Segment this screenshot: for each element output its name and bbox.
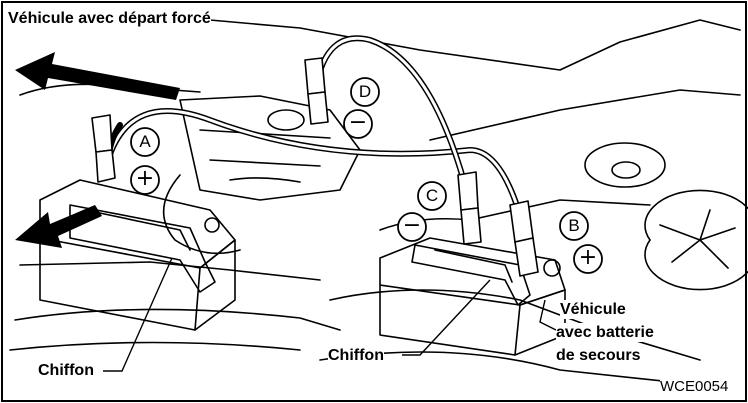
clamp-d-jaw (307, 91, 329, 125)
marker-d: D (358, 82, 372, 101)
radiator-line (19, 261, 321, 281)
clamp-c-handle (457, 171, 479, 211)
plus-b-circle (573, 244, 603, 274)
leader-rag-left (103, 257, 173, 372)
leader-rag-right (402, 279, 491, 356)
plus-b-sign: + (578, 245, 598, 270)
left-battery-front (39, 237, 201, 331)
left-rag-fold (94, 211, 191, 251)
air-filter (644, 189, 748, 291)
clamp-a-jaw (95, 149, 116, 183)
cable-positive-inner (106, 109, 522, 217)
marker-b-circle (559, 211, 589, 241)
clamp-b-jaw (514, 237, 539, 277)
leader-booster-vehicle (539, 299, 557, 331)
marker-c: C (425, 186, 439, 205)
left-battery-side (194, 239, 236, 331)
plus-a-sign: + (135, 166, 155, 191)
right-lower-body (329, 289, 701, 361)
bumper-line (14, 308, 341, 331)
minus-c-circle (397, 212, 427, 242)
arrow-upper (15, 52, 180, 100)
cable-negative-inner (316, 36, 467, 187)
minus-d-circle (343, 109, 373, 139)
marker-a: A (139, 132, 151, 151)
clamp-d-handle (304, 57, 326, 95)
left-battery-terminal-negative (204, 217, 220, 233)
plus-a-circle (130, 165, 160, 195)
air-filter-spokes (659, 209, 736, 269)
rag-right-label: Chiffon (328, 346, 384, 365)
cable-negative-outer (315, 35, 468, 188)
right-hood-line (429, 89, 741, 141)
booster-vehicle-label-line3: de secours (556, 346, 641, 365)
engine-detail-line (199, 129, 331, 183)
right-rag (411, 244, 531, 306)
right-battery-terminal-positive (543, 259, 561, 277)
marker-c-circle (417, 181, 447, 211)
clamp-c-jaw (460, 207, 482, 245)
arrow-lower (15, 205, 102, 248)
strut-tower (584, 142, 666, 188)
minus-d-sign: − (348, 110, 368, 135)
hood-edge-line (119, 11, 741, 71)
clamp-b-handle (509, 200, 534, 243)
assisted-vehicle-label: Véhicule avec départ forcé (8, 9, 211, 28)
figure-code: WCE0054 (660, 378, 729, 395)
strut-tower-inner (611, 161, 641, 179)
reservoir-cap (267, 109, 305, 131)
engine-block-outline (179, 95, 361, 201)
lower-body-line (9, 341, 301, 351)
minus-c-sign: − (402, 213, 422, 238)
right-battery-front (379, 284, 521, 356)
marker-b: B (568, 216, 580, 235)
hose-line (162, 174, 241, 255)
marker-a-circle (130, 127, 160, 157)
right-rag-fold (434, 249, 513, 283)
left-rag (69, 204, 216, 293)
booster-vehicle-label-line1: Véhicule (560, 300, 626, 319)
booster-vehicle-label-line2: avec batterie (556, 323, 654, 342)
marker-d-circle (350, 77, 380, 107)
rag-left-label: Chiffon (38, 361, 94, 380)
clamp-a-handle (91, 114, 113, 153)
